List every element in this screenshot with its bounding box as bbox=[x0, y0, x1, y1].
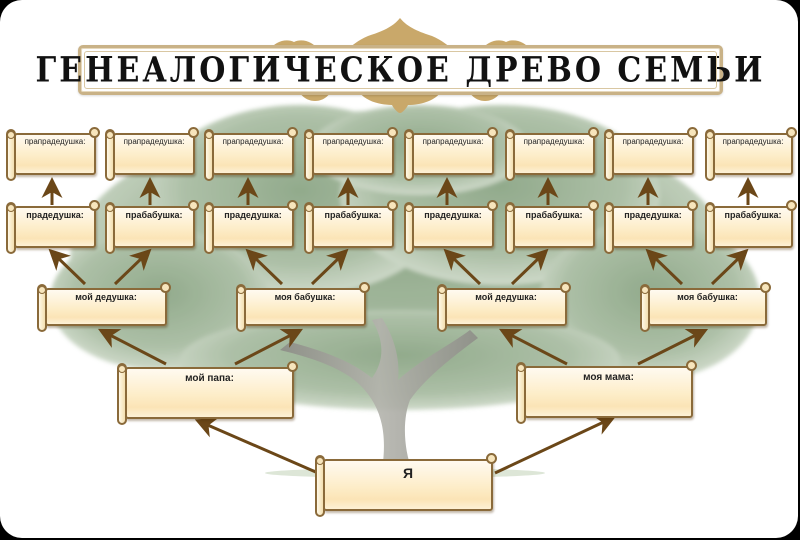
self-label: Я bbox=[402, 465, 414, 481]
scroll-self[interactable]: Я bbox=[315, 453, 497, 517]
great-great-grandparent-label: прапрадедушка: bbox=[24, 137, 86, 146]
scroll-great-great-grandparent-1[interactable]: прапрадедушка: bbox=[6, 127, 100, 181]
scroll-great-great-grandparent-2[interactable]: прапрадедушка: bbox=[105, 127, 199, 181]
scroll-great-great-grandparent-6[interactable]: прапрадедушка: bbox=[505, 127, 599, 181]
grandparent-label: моя бабушка: bbox=[677, 292, 738, 302]
scroll-great-great-grandparent-8[interactable]: прапрадедушка: bbox=[705, 127, 797, 181]
great-great-grandparent-label: прапрадедушка: bbox=[123, 137, 185, 146]
great-grandparent-label: прабабушка: bbox=[724, 210, 782, 220]
scroll-great-grandparent-5[interactable]: прадедушка: bbox=[404, 200, 498, 254]
great-grandparent-label: прабабушка: bbox=[525, 210, 583, 220]
grandparent-label: мой дедушка: bbox=[75, 292, 137, 302]
great-great-grandparent-label: прапрадедушка: bbox=[422, 137, 484, 146]
title-banner: ГЕНЕАЛОГИЧЕСКОЕ ДРЕВО СЕМЬИ bbox=[36, 45, 762, 95]
great-grandparent-label: прадедушка: bbox=[26, 210, 84, 220]
great-great-grandparent-label: прапрадедушка: bbox=[322, 137, 384, 146]
great-grandparent-label: прадедушка: bbox=[424, 210, 482, 220]
scroll-grandparent-1[interactable]: мой дедушка: bbox=[37, 282, 171, 332]
scroll-grandparent-4[interactable]: моя бабушка: bbox=[640, 282, 771, 332]
mother-label: моя мама: bbox=[583, 372, 634, 383]
scroll-great-great-grandparent-5[interactable]: прапрадедушка: bbox=[404, 127, 498, 181]
great-grandparent-label: прабабушка: bbox=[125, 210, 183, 220]
great-great-grandparent-label: прапрадедушка: bbox=[222, 137, 284, 146]
title-ornament-bottom bbox=[300, 93, 500, 113]
scroll-great-great-grandparent-4[interactable]: прапрадедушка: bbox=[304, 127, 398, 181]
scroll-great-grandparent-7[interactable]: прадедушка: bbox=[604, 200, 698, 254]
great-great-grandparent-label: прапрадедушка: bbox=[722, 137, 784, 146]
scroll-great-grandparent-6[interactable]: прабабушка: bbox=[505, 200, 599, 254]
scroll-great-grandparent-2[interactable]: прабабушка: bbox=[105, 200, 199, 254]
scroll-mother[interactable]: моя мама: bbox=[516, 360, 697, 424]
grandparent-label: моя бабушка: bbox=[274, 292, 336, 302]
great-great-grandparent-label: прапрадедушка: bbox=[622, 137, 684, 146]
scroll-great-great-grandparent-7[interactable]: прапрадедушка: bbox=[604, 127, 698, 181]
scroll-great-great-grandparent-3[interactable]: прапрадедушка: bbox=[204, 127, 298, 181]
scroll-great-grandparent-1[interactable]: прадедушка: bbox=[6, 200, 100, 254]
scroll-father[interactable]: мой папа: bbox=[117, 361, 298, 425]
great-grandparent-label: прадедушка: bbox=[224, 210, 282, 220]
great-great-grandparent-label: прапрадедушка: bbox=[523, 137, 585, 146]
scroll-great-grandparent-8[interactable]: прабабушка: bbox=[705, 200, 797, 254]
father-label: мой папа: bbox=[185, 373, 234, 384]
grandparent-label: мой дедушка: bbox=[475, 292, 537, 302]
scroll-great-grandparent-4[interactable]: прабабушка: bbox=[304, 200, 398, 254]
great-grandparent-label: прабабушка: bbox=[324, 210, 382, 220]
scroll-great-grandparent-3[interactable]: прадедушка: bbox=[204, 200, 298, 254]
scroll-grandparent-2[interactable]: моя бабушка: bbox=[236, 282, 370, 332]
scroll-grandparent-3[interactable]: мой дедушка: bbox=[437, 282, 571, 332]
great-grandparent-label: прадедушка: bbox=[624, 210, 682, 220]
